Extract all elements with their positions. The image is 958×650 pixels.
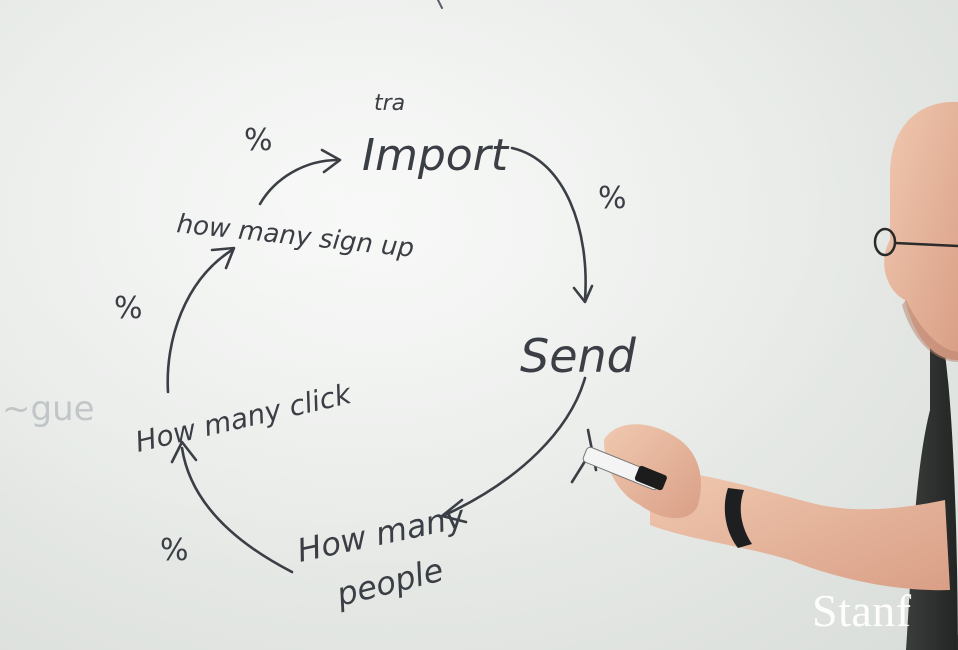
presenter-arm: [650, 470, 950, 591]
arrow-click-to-signup: [166, 246, 236, 394]
step-import: Import: [362, 130, 510, 181]
erased-writing: ~gue: [2, 389, 95, 429]
percent-mark-left: %: [114, 291, 143, 326]
top-note: tra: [374, 91, 405, 116]
percent-mark-top: %: [244, 123, 273, 158]
presenter-beard-shadow: [902, 300, 958, 362]
percent-mark-bottom: %: [160, 533, 189, 568]
marker: [582, 446, 667, 491]
wristband: [724, 488, 752, 548]
glasses: [873, 227, 958, 257]
presenter-head: [884, 101, 958, 360]
arrow-signup-to-import: [258, 148, 342, 206]
arrow-people-to-click: [170, 440, 294, 574]
top-edge-mark: [437, 0, 443, 9]
presenter: [582, 101, 958, 650]
step-send: Send: [520, 329, 637, 383]
stanford-watermark: Stanf: [812, 585, 912, 636]
percent-mark-right: %: [598, 181, 627, 216]
arrow-import-to-send: [510, 146, 594, 304]
arrow-send-to-people: [440, 376, 587, 524]
